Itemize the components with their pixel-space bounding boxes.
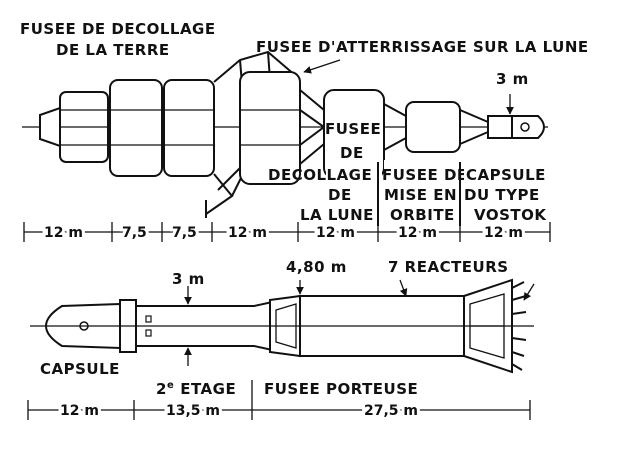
svg-text:LA LUNE: LA LUNE (300, 206, 374, 224)
svg-text:FUSEE DE: FUSEE DE (382, 166, 468, 184)
orbit-stage (405, 101, 489, 153)
bottom-label-body-diameter: 4,80 m (286, 258, 347, 276)
bottom-label-carrier: FUSEE PORTEUSE (264, 380, 418, 398)
top-dim-2: 7,5 (122, 225, 147, 241)
earth-launch-stage (39, 79, 215, 177)
top-dim-5: 12 m (316, 225, 355, 241)
label-earth-launch-l1: FUSEE DE DECOLLAGE (20, 20, 216, 38)
bottom-dimension-line: 12 m 13,5 m 27,5 m (27, 380, 531, 422)
label-moon-landing: FUSEE D'ATTERRISSAGE SUR LA LUNE (256, 38, 589, 56)
label-capsule-type: CAPSULE DU TYPE VOSTOK (464, 160, 548, 224)
bottom-label-diameter: 3 m (172, 270, 205, 288)
top-dim-7: 12 m (484, 225, 523, 241)
bottom-dim-3: 27,5 m (364, 403, 418, 419)
top-dimension-line: 12 m 7,5 7,5 12 m 12 m 12 m 12 m (23, 222, 551, 244)
svg-text:DE: DE (340, 144, 364, 162)
vostok-capsule (487, 115, 545, 139)
svg-text:DECOLLAGE: DECOLLAGE (268, 166, 372, 184)
bottom-dim-1: 12 m (60, 403, 99, 419)
top-rocket: FUSEE DE DECOLLAGE DE LA TERRE FUSEE D'A… (20, 20, 589, 244)
svg-text:VOSTOK: VOSTOK (474, 206, 547, 224)
label-moon-launch: FUSEE DE DECOLLAGE DE LA LUNE (268, 118, 382, 224)
bottom-label-reactors: 7 REACTEURS (388, 258, 509, 276)
top-dim-3: 7,5 (172, 225, 197, 241)
svg-text:DU TYPE: DU TYPE (464, 186, 540, 204)
top-dim-1: 12 m (44, 225, 83, 241)
svg-text:FUSEE: FUSEE (325, 120, 381, 138)
label-top-diameter: 3 m (496, 70, 529, 88)
top-dim-4: 12 m (228, 225, 267, 241)
moon-landing-stage (239, 71, 326, 185)
top-dim-6: 12 m (398, 225, 437, 241)
svg-text:DE: DE (328, 186, 352, 204)
bottom-dim-2: 13,5 m (166, 403, 220, 419)
svg-text:ORBITE: ORBITE (390, 206, 455, 224)
bottom-label-capsule: CAPSULE (40, 360, 120, 378)
label-earth-launch-l2: DE LA TERRE (56, 41, 170, 59)
svg-text:CAPSULE: CAPSULE (466, 166, 546, 184)
svg-text:MISE EN: MISE EN (384, 186, 457, 204)
label-orbit: FUSEE DE MISE EN ORBITE (382, 160, 468, 224)
